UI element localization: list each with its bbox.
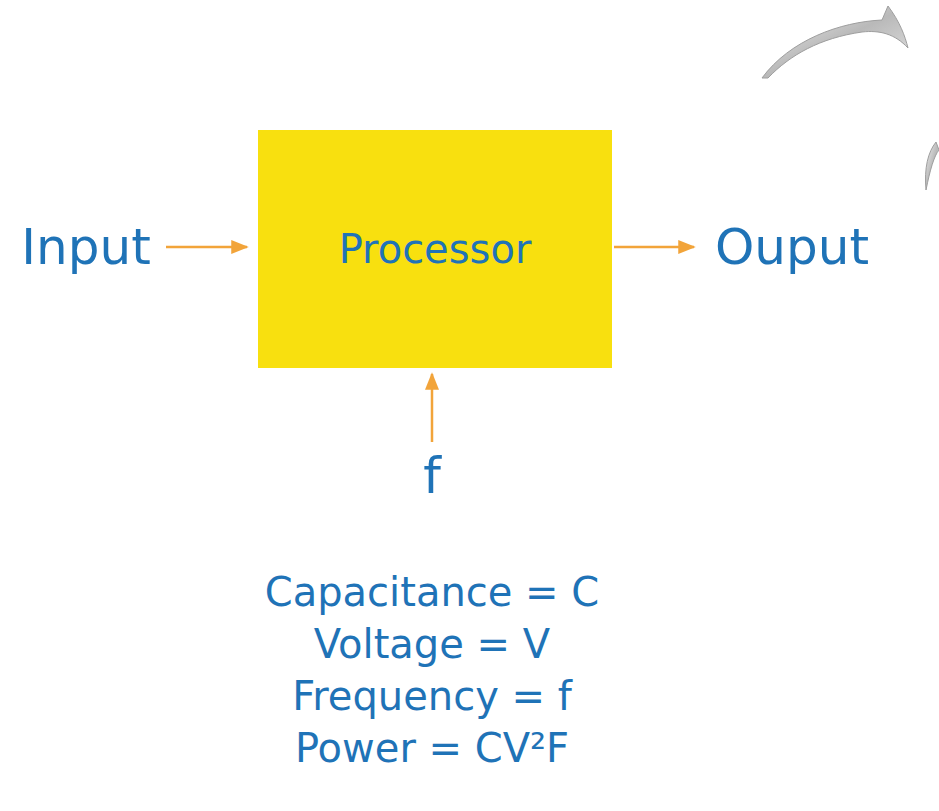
formula-line: Capacitance = C [265,570,599,614]
formula-line: Voltage = V [314,622,550,666]
decorative-swoosh [925,142,939,190]
decorative-swoosh [762,6,908,78]
formula-line: Frequency = f [292,674,572,718]
input-arrow [166,246,247,249]
frequency-arrow [431,374,434,442]
formula-line: Power = CV²F [295,726,569,770]
process-box: Processor [258,130,612,368]
output-label: Ouput [715,220,869,275]
frequency-symbol: f [423,449,441,504]
output-arrow [614,246,694,249]
node-title: Processor [339,226,532,272]
input-label: Input [21,220,150,275]
